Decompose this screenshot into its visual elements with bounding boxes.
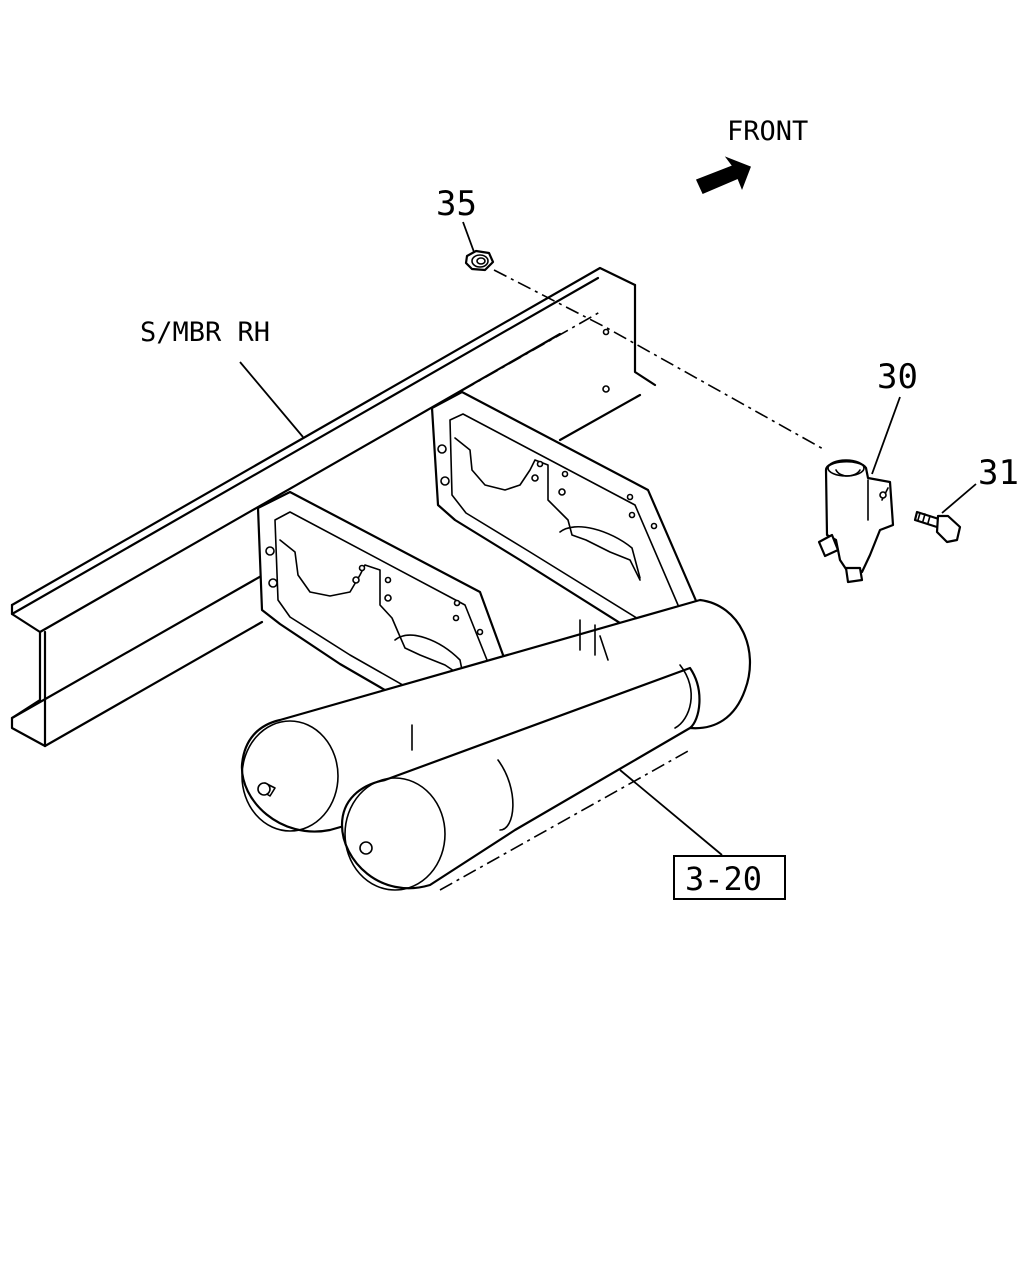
air-tank-front <box>340 664 701 891</box>
tank-bracket-rear <box>430 390 707 664</box>
frame-side-member <box>10 266 657 748</box>
leader-31 <box>941 483 977 514</box>
front-label: FRONT <box>727 116 808 147</box>
side-member-label: S/MBR RH <box>140 317 270 348</box>
valve-30-icon <box>817 459 895 584</box>
leader-3-20 <box>619 769 723 856</box>
leader-side-member <box>239 361 304 438</box>
assembly-axis-line <box>493 269 826 451</box>
part-number-35: 35 <box>436 184 477 224</box>
bolt-31-icon <box>913 510 962 544</box>
leader-35 <box>462 221 475 253</box>
reference-label-3-20: 3-20 <box>685 860 762 898</box>
part-number-31: 31 <box>978 453 1019 493</box>
leader-30 <box>871 396 901 475</box>
nut-35-icon <box>464 249 495 272</box>
front-arrow-icon <box>695 156 751 194</box>
part-number-30: 30 <box>877 357 918 397</box>
reference-box-3-20: 3-20 <box>673 855 786 900</box>
tank-straps <box>411 619 596 751</box>
